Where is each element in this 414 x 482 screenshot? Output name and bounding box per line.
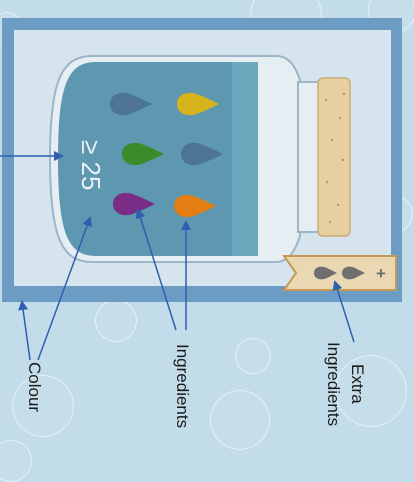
label-ingredients: Ingredients xyxy=(172,344,192,428)
extra-plus-sign: + xyxy=(376,264,386,283)
jar-neck xyxy=(298,82,320,232)
jar-cork xyxy=(318,78,350,236)
label-extra-line2: Ingredients xyxy=(323,342,343,426)
label-colour: Colour xyxy=(24,362,44,412)
label-extra-line1: Extra xyxy=(347,364,367,404)
diagram-canvas: + ≥ 25 Colour Ingredients Extra Ingredie… xyxy=(0,0,414,452)
liquid-highlight xyxy=(232,62,258,256)
jar-count-text: ≥ 25 xyxy=(76,140,106,190)
arrow-colour-to-frame xyxy=(22,302,30,360)
